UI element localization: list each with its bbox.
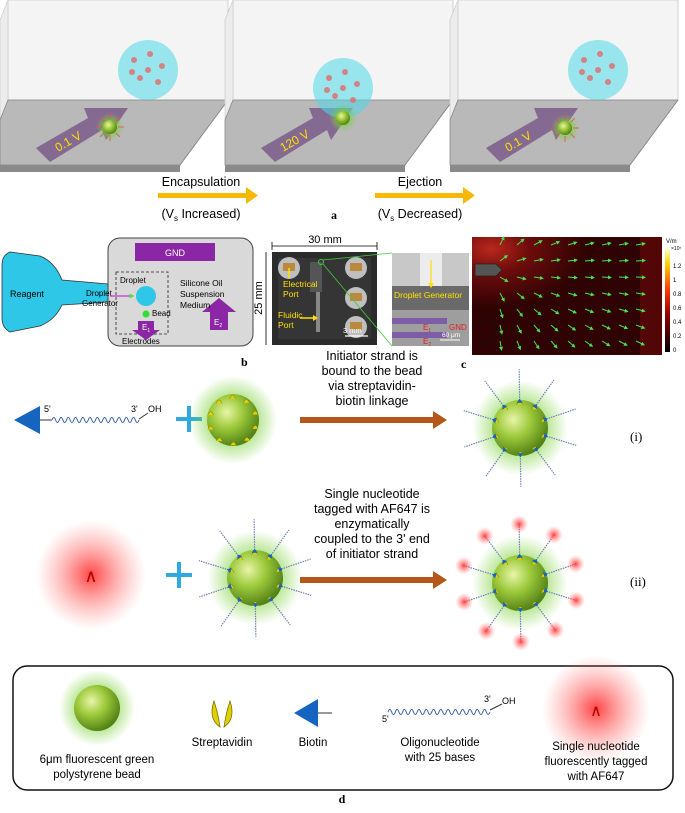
oligo-5-label: 5' [44, 404, 51, 414]
legend-nucleotide-label-1: Single nucleotide [552, 741, 640, 753]
electrical-port-label-2: Port [283, 289, 299, 299]
colorbar-tick: 0.2 [673, 334, 682, 340]
row-i-text-line-1: Initiator strand is [326, 349, 418, 363]
bead-with-streptavidin [189, 376, 277, 464]
width-label: 30 mm [308, 234, 342, 246]
legend-nucleotide-label-3: with AF647 [567, 771, 625, 783]
legend-oligo-label-2: with 25 bases [404, 752, 476, 764]
encapsulation-sub: (Vs Increased) [161, 207, 240, 223]
legend-nucleotide-glyph: ∧ [590, 703, 602, 720]
panel-c-label: c [461, 357, 467, 371]
row-i-text-line-2: bound to the bead [322, 364, 423, 378]
legend-bead-icon [74, 685, 120, 731]
droplet-generator-label-1: Droplet [86, 289, 113, 298]
row-ii-text-line-1: Single nucleotide [324, 487, 419, 501]
legend-streptavidin-label: Streptavidin [192, 737, 253, 749]
colorbar-exponent: ×10⁷ [671, 246, 681, 252]
colorbar-tick: 0.4 [673, 320, 682, 326]
zoom-photo: Droplet Generator E1 E2 GND 60 μm [392, 253, 469, 348]
medium-label-1: Silicone Oil [180, 278, 223, 288]
oligo-oh-label: OH [148, 404, 162, 414]
colorbar-unit: V/m [666, 239, 677, 245]
droplet-generator-label-2: Generator [82, 299, 118, 308]
reaction-arrow-ii [300, 571, 447, 589]
biotin-icon [14, 406, 40, 434]
medium-label-3: Medium [180, 300, 210, 310]
droplet-icon [136, 286, 156, 306]
row-i-tag: (i) [630, 429, 642, 444]
row-ii-tag: (ii) [630, 574, 646, 589]
nucleotide-glyph: ∧ [84, 566, 97, 586]
legend-oligo-3: 3' [484, 694, 491, 704]
row-ii-text-line-2: tagged with AF647 is [314, 502, 430, 516]
legend-oligo-helix [388, 710, 490, 715]
zoom-scale-label: 60 μm [442, 332, 460, 339]
panel-d-label: d [339, 792, 346, 806]
encapsulation-box-2: 120 V [225, 0, 453, 172]
streptavidin-icon [212, 701, 232, 727]
panel-b-schematic: Reagent GND Droplet Generator Droplet Be… [2, 238, 253, 346]
row-ii-text-line-3: enzymatically [334, 517, 410, 531]
zoom-generator-label: Droplet Generator [394, 290, 462, 300]
colorbar-tick: 0.8 [673, 292, 682, 298]
ejection-label: Ejection [398, 175, 443, 189]
plus-icon [166, 562, 192, 588]
panel-b-label: b [241, 355, 248, 369]
legend-bead-label-2: polystyrene bead [53, 769, 141, 781]
nucleotide-glow: ∧ [36, 520, 146, 630]
reaction-arrow-i [300, 411, 447, 429]
colorbar [665, 248, 670, 352]
colorbar-tick: 1 [673, 278, 677, 284]
row-i-text-line-4: biotin linkage [336, 394, 409, 408]
fluidic-port-label-2: Port [278, 320, 294, 330]
panel-c-fieldmap: V/m ×10⁷ 1.2 1 0.8 0.6 0.4 0.2 0 [472, 237, 682, 355]
bead-with-strands [464, 369, 576, 487]
row-ii-text-line-5: of initiator strand [326, 547, 418, 561]
gnd-label: GND [165, 248, 186, 258]
encapsulation-label: Encapsulation [162, 175, 241, 189]
fluidic-port-label-1: Fluidic [278, 310, 303, 320]
encapsulation-arrow [158, 187, 258, 204]
reagent-label: Reagent [10, 289, 45, 299]
colorbar-tick: 1.2 [673, 264, 682, 270]
colorbar-tick: 0 [673, 348, 677, 354]
legend-biotin-label: Biotin [299, 737, 328, 749]
ejection-arrow [375, 187, 475, 204]
encapsulation-box-1: 0.1 V [0, 0, 228, 172]
legend-oligo-label-1: Oligonucleotide [400, 737, 479, 749]
bead-with-tagged-strands [455, 515, 585, 651]
bead-icon [143, 311, 150, 318]
colorbar-tick: 0.6 [673, 306, 682, 312]
panel-a-label: a [331, 208, 337, 222]
legend-oligo-oh: OH [502, 696, 516, 706]
ejection-sub: (Vs Decreased) [378, 207, 463, 223]
legend-oligo-5: 5' [382, 714, 389, 724]
photo-scale-label: 3 mm [343, 326, 362, 335]
droplet-label: Droplet [120, 276, 147, 285]
legend-bead-label-1: 6μm fluorescent green [40, 754, 155, 766]
zoom-gnd-label: GND [449, 323, 467, 332]
legend-box: 6μm fluorescent green polystyrene bead S… [13, 655, 673, 790]
bead-with-strands [199, 519, 311, 637]
row-i-text-line-3: via streptavidin- [328, 379, 416, 393]
electrical-port-label-1: Electrical [283, 279, 318, 289]
electrodes-label: Electrodes [122, 337, 160, 346]
medium-label-2: Suspension [180, 289, 225, 299]
legend-nucleotide-label-2: fluorescently tagged [545, 756, 648, 768]
device-photo: 30 mm 25 mm Electrical Port Fluidic Port… [253, 234, 392, 346]
encapsulation-box-3: 0.1 V [450, 0, 678, 172]
row-ii-text-line-4: coupled to the 3' end [314, 532, 430, 546]
oligo-helix [52, 418, 139, 423]
oligo-3-label: 3' [131, 404, 138, 414]
height-label: 25 mm [253, 281, 265, 315]
bead-label: Bead [152, 309, 171, 318]
legend-biotin-icon [294, 699, 318, 727]
